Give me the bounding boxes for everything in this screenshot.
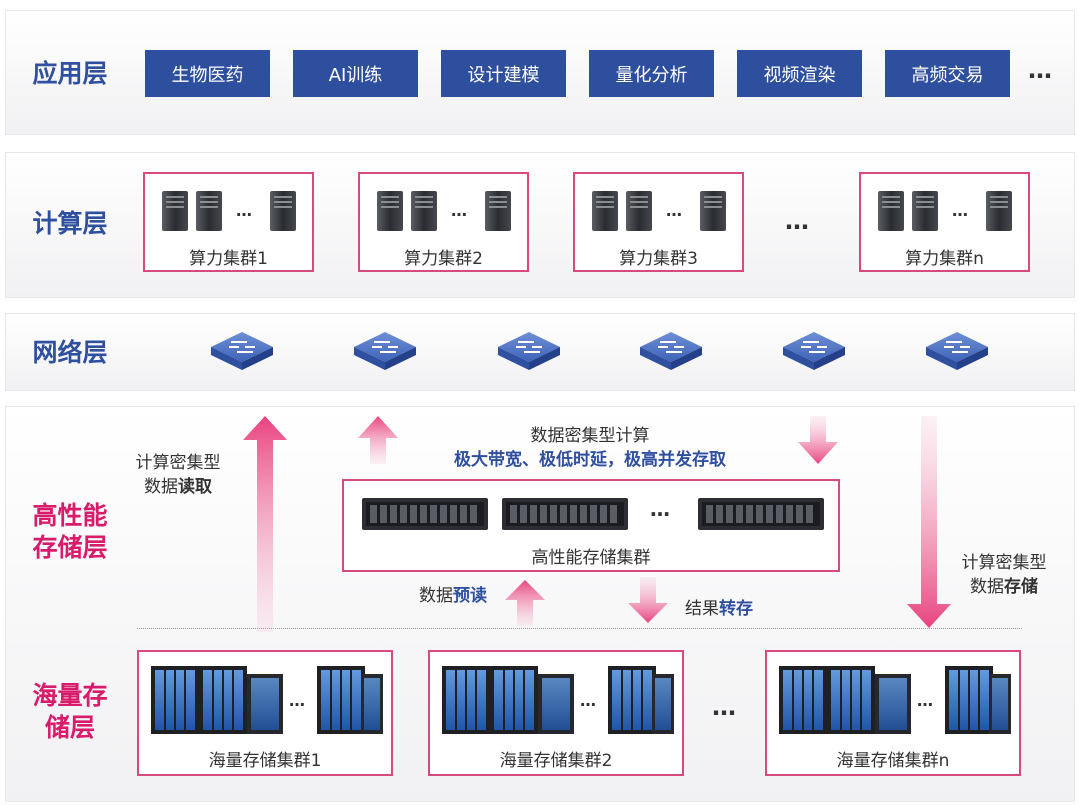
storage-divider bbox=[137, 628, 1022, 629]
store-bold: 存储 bbox=[1004, 577, 1038, 597]
mass-more-ellipsis: … bbox=[712, 693, 738, 721]
hp-cluster-label: 高性能存储集群 bbox=[531, 548, 651, 568]
compute-cluster-label: 算力集群1 bbox=[189, 249, 268, 269]
hp-storage-layer-text: 高性能存储层 bbox=[32, 501, 108, 562]
server-tower-icon: … bbox=[592, 191, 726, 231]
rack-server-icon bbox=[502, 498, 628, 530]
compute-more-ellipsis: … bbox=[785, 207, 811, 235]
compute-cluster-label: 算力集群2 bbox=[404, 249, 483, 269]
app-item-ai-training[interactable]: AI训练 bbox=[293, 50, 418, 97]
store-down-arrow-icon bbox=[907, 416, 951, 628]
server-tower-icon: … bbox=[878, 191, 1012, 231]
read-bold: 读取 bbox=[178, 477, 212, 497]
compute-read-line1: 计算密集型 bbox=[135, 453, 221, 473]
svg-text:…: … bbox=[666, 201, 682, 220]
mass-cluster-label: 海量存储集群n bbox=[836, 751, 950, 771]
mass-storage-cluster-2[interactable]: … 海量存储集群2 bbox=[428, 650, 684, 776]
data-intensive-subtitle: 极大带宽、极低时延，极高并发存取 bbox=[454, 450, 726, 470]
network-switch-icon[interactable] bbox=[209, 328, 275, 374]
svg-text:…: … bbox=[289, 691, 305, 710]
app-item-hf-trading[interactable]: 高频交易 bbox=[885, 50, 1010, 97]
compute-cluster-2[interactable]: … 算力集群2 bbox=[358, 172, 529, 272]
compute-cluster-3[interactable]: … 算力集群3 bbox=[573, 172, 744, 272]
hp-more-ellipsis: … bbox=[650, 497, 672, 521]
compute-read-line2: 数据读取 bbox=[118, 475, 238, 499]
svg-text:…: … bbox=[451, 201, 467, 220]
up-arrow-to-network-icon bbox=[358, 416, 398, 464]
result-pre: 结果 bbox=[685, 599, 719, 619]
prefetch-note: 数据预读 bbox=[408, 584, 498, 608]
rack-server-icon bbox=[362, 498, 488, 530]
compute-store-note: 计算密集型 数据存储 bbox=[944, 551, 1064, 599]
compute-store-line2: 数据存储 bbox=[944, 575, 1064, 599]
server-tower-icon: … bbox=[377, 191, 511, 231]
data-intensive-title: 数据密集型计算 bbox=[530, 426, 650, 446]
prefetch-bold: 预读 bbox=[453, 586, 487, 606]
down-arrow-from-network-icon bbox=[798, 416, 838, 464]
network-switch-icon[interactable] bbox=[638, 328, 704, 374]
svg-text:…: … bbox=[917, 691, 933, 710]
compute-layer-label: 计算层 bbox=[32, 209, 108, 238]
mass-storage-layer-label: 海量存储层 bbox=[18, 680, 122, 744]
app-item-quant-analysis[interactable]: 量化分析 bbox=[589, 50, 714, 97]
result-down-arrow-icon bbox=[628, 577, 668, 623]
mass-cluster-label: 海量存储集群1 bbox=[208, 751, 322, 771]
prefetch-pre: 数据 bbox=[419, 586, 453, 606]
svg-text:…: … bbox=[952, 201, 968, 220]
storage-rack-icon: … bbox=[779, 666, 1011, 734]
svg-text:…: … bbox=[580, 691, 596, 710]
mass-cluster-label: 海量存储集群2 bbox=[499, 751, 613, 771]
store-pre: 数据 bbox=[970, 577, 1004, 597]
hp-storage-cluster[interactable]: … 高性能存储集群 bbox=[342, 479, 840, 572]
network-switch-icon[interactable] bbox=[924, 328, 990, 374]
compute-cluster-label: 算力集群3 bbox=[619, 249, 698, 269]
result-bold: 转存 bbox=[719, 599, 753, 619]
compute-cluster-n[interactable]: … 算力集群n bbox=[859, 172, 1030, 272]
network-layer-label: 网络层 bbox=[32, 338, 108, 367]
storage-rack-icon: … bbox=[151, 666, 383, 734]
storage-rack-icon: … bbox=[442, 666, 674, 734]
read-pre: 数据 bbox=[144, 477, 178, 497]
prefetch-up-arrow-icon bbox=[505, 580, 545, 626]
result-note: 结果转存 bbox=[674, 597, 764, 621]
app-item-biomedicine[interactable]: 生物医药 bbox=[145, 50, 270, 97]
compute-cluster-label: 算力集群n bbox=[905, 249, 984, 269]
server-tower-icon: … bbox=[162, 191, 296, 231]
compute-cluster-1[interactable]: … 算力集群1 bbox=[143, 172, 314, 272]
network-switch-icon[interactable] bbox=[496, 328, 562, 374]
read-up-arrow-icon bbox=[243, 416, 287, 632]
mass-storage-cluster-1[interactable]: … 海量存储集群1 bbox=[137, 650, 393, 776]
mass-storage-cluster-n[interactable]: … 海量存储集群n bbox=[765, 650, 1021, 776]
compute-store-line1: 计算密集型 bbox=[961, 553, 1047, 573]
app-item-design-modeling[interactable]: 设计建模 bbox=[441, 50, 566, 97]
application-layer-label: 应用层 bbox=[32, 59, 108, 88]
app-more-ellipsis: … bbox=[1028, 56, 1054, 84]
rack-server-icon bbox=[698, 498, 824, 530]
app-item-video-rendering[interactable]: 视频渲染 bbox=[737, 50, 862, 97]
mass-storage-layer-text: 海量存储层 bbox=[32, 681, 108, 742]
network-switch-icon[interactable] bbox=[352, 328, 418, 374]
network-switch-icon[interactable] bbox=[781, 328, 847, 374]
svg-text:…: … bbox=[236, 201, 252, 220]
compute-read-note: 计算密集型 数据读取 bbox=[118, 451, 238, 499]
hp-storage-layer-label: 高性能存储层 bbox=[18, 500, 122, 564]
